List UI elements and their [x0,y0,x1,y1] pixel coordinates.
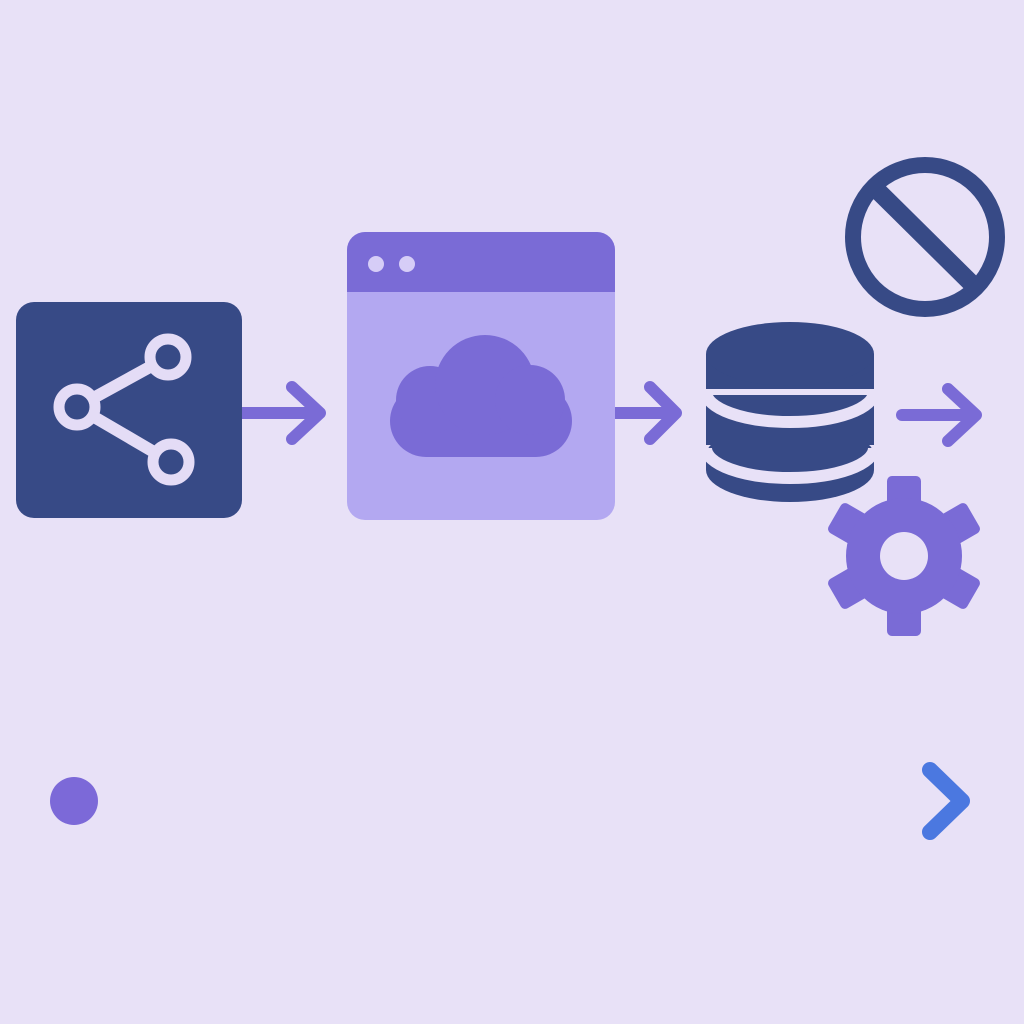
window-title-bar [347,232,615,292]
web-app-node [347,232,615,520]
database-icon [700,322,880,502]
connector-arrow-2 [615,381,682,445]
connector-arrow-1 [242,381,326,445]
timeline-arrow [50,762,970,840]
share-node [16,302,242,518]
cloud-icon [390,335,572,457]
window-dot-1 [368,256,384,272]
settings-icon [828,476,980,636]
share-icon [53,333,195,486]
database-node [700,322,880,502]
window-dot-2 [399,256,415,272]
timeline-arrowhead [922,762,970,840]
blocked-icon [845,157,1005,317]
connector-arrow-3 [896,383,982,447]
